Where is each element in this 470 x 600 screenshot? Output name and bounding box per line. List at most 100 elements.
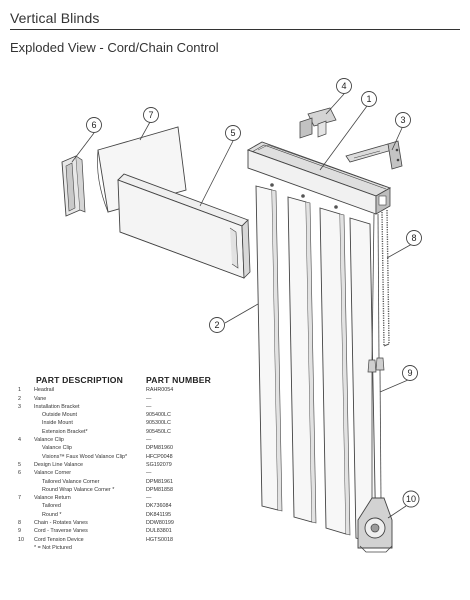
row-part-number: DDW80199 <box>146 520 174 527</box>
table-row: Round * DK841195 <box>18 511 218 519</box>
parts-table-header: PART DESCRIPTION PART NUMBER <box>18 376 218 385</box>
table-row: Outside Mount 905400LC <box>18 411 218 419</box>
row-part-number: 905300LC <box>146 420 171 427</box>
row-number: 4 <box>18 437 21 444</box>
callout-1: 1 <box>361 91 377 107</box>
table-row: Round Wrap Valance Corner * DPM81858 <box>18 486 218 494</box>
row-description: Cord - Traverse Vanes <box>34 528 88 535</box>
row-number <box>18 411 34 419</box>
row-number: 2 <box>18 395 21 402</box>
table-row: Tailored DK736084 <box>18 502 218 510</box>
row-number: 7 <box>18 495 21 502</box>
table-row: 6 Valance Corner — <box>18 469 218 477</box>
table-row: 9 Cord - Traverse Vanes DUL83801 <box>18 527 218 535</box>
row-description: Outside Mount <box>42 412 78 419</box>
row-number <box>18 453 34 461</box>
row-number <box>18 502 34 510</box>
svg-text:10: 10 <box>406 494 416 504</box>
svg-text:1: 1 <box>366 94 371 104</box>
row-description: Round Wrap Valance Corner * <box>42 486 115 493</box>
table-row: 2 Vane — <box>18 395 218 403</box>
callout-5: 5 <box>225 125 241 141</box>
callout-8: 8 <box>406 230 422 246</box>
table-row: Valance Clip DPM81960 <box>18 444 218 452</box>
row-description: Visions™ Faux Wood Valance Clip* <box>42 453 128 460</box>
row-description: Vane <box>34 395 47 402</box>
row-part-number: DK736084 <box>146 503 172 510</box>
svg-text:9: 9 <box>407 368 412 378</box>
table-row: Visions™ Faux Wood Valance Clip* HFCP0048 <box>18 453 218 461</box>
row-description: Cord Tension Device <box>34 536 84 543</box>
row-part-number: — <box>146 395 152 402</box>
vanes <box>255 183 377 545</box>
row-part-number: DPM81858 <box>146 486 173 493</box>
row-part-number: SG192079 <box>146 461 172 468</box>
row-part-number: 905400LC <box>146 412 171 419</box>
row-description: Inside Mount <box>42 420 73 427</box>
table-row: Inside Mount 905300LC <box>18 419 218 427</box>
row-number: 10 <box>18 536 24 543</box>
title-rule <box>10 29 460 30</box>
row-number: 6 <box>18 470 21 477</box>
installation-bracket <box>345 140 403 170</box>
headrail <box>246 141 392 215</box>
design-line-valance <box>117 173 251 279</box>
row-number <box>18 478 34 486</box>
row-description: Valance Clip <box>34 437 64 444</box>
row-part-number: — <box>146 495 152 502</box>
chain <box>381 209 390 347</box>
valance-clip <box>299 107 337 139</box>
row-description: Valance Clip <box>42 445 72 452</box>
row-part-number: — <box>146 470 152 477</box>
row-number <box>18 486 34 494</box>
row-description: Tailored <box>42 503 61 510</box>
callout-10: 10 <box>402 490 420 508</box>
row-description: Headrail <box>34 387 55 394</box>
row-number <box>18 511 34 519</box>
table-row: 5 Design Line Valance SG192079 <box>18 461 218 469</box>
row-description: Valance Corner <box>34 470 72 477</box>
row-number: 5 <box>18 461 21 468</box>
row-number: 9 <box>18 528 21 535</box>
svg-text:3: 3 <box>400 115 405 125</box>
row-part-number: DK841195 <box>146 511 172 518</box>
row-number: 1 <box>18 387 21 394</box>
row-part-number: DPM81960 <box>146 445 173 452</box>
row-description: Design Line Valance <box>34 461 84 468</box>
callout-2: 2 <box>209 317 225 333</box>
callout-6: 6 <box>86 117 102 133</box>
svg-text:5: 5 <box>230 128 235 138</box>
svg-text:6: 6 <box>91 120 96 130</box>
row-description: Installation Bracket <box>34 403 80 410</box>
row-number <box>18 419 34 427</box>
row-description: Chain - Rotates Vanes <box>34 520 88 527</box>
svg-text:2: 2 <box>214 320 219 330</box>
table-row: 8 Chain - Rotates Vanes DDW80199 <box>18 519 218 527</box>
row-part-number: DPM81961 <box>146 478 173 485</box>
callout-3: 3 <box>395 112 411 128</box>
parts-footnote: * = Not Pictured <box>34 544 72 551</box>
row-part-number: HFCP0048 <box>146 453 173 460</box>
svg-text:4: 4 <box>341 81 346 91</box>
page-subtitle: Exploded View - Cord/Chain Control <box>10 40 219 55</box>
table-row: 7 Valance Return — <box>18 494 218 502</box>
table-row: Extension Bracket*905450LC <box>18 428 218 436</box>
page-title: Vertical Blinds <box>10 10 100 26</box>
row-number: 3 <box>18 403 21 410</box>
row-number <box>18 428 34 436</box>
row-description: Extension Bracket* <box>42 428 88 435</box>
row-number: 8 <box>18 520 21 527</box>
row-description: Round * <box>42 511 62 518</box>
svg-text:8: 8 <box>411 233 416 243</box>
row-part-number: DUL83801 <box>146 528 172 535</box>
cord-tension-device <box>357 497 393 553</box>
row-description: Valance Return <box>34 495 71 502</box>
svg-text:7: 7 <box>148 110 153 120</box>
callout-7: 7 <box>143 107 159 123</box>
callout-4: 4 <box>336 78 352 94</box>
